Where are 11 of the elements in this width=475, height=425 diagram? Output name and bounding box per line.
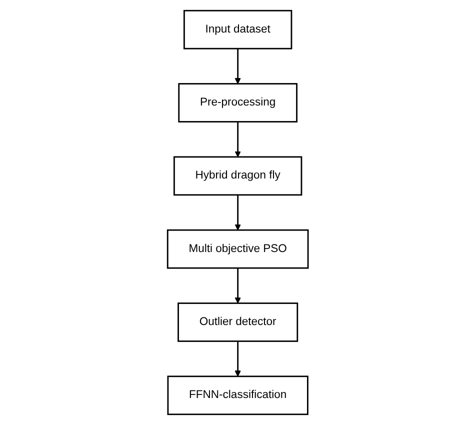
node-box: Multi objective PSO — [166, 229, 308, 269]
node-box: FFNN-classification — [166, 376, 308, 416]
node-box: Outlier detector — [177, 302, 298, 342]
arrow — [234, 341, 241, 377]
arrow — [234, 194, 241, 230]
arrow — [234, 268, 241, 304]
node-box: Hybrid dragon fly — [173, 156, 302, 196]
node-box: Input dataset — [183, 10, 292, 50]
arrow — [234, 48, 241, 84]
arrow — [234, 122, 241, 158]
node-box: Pre-processing — [178, 83, 298, 122]
